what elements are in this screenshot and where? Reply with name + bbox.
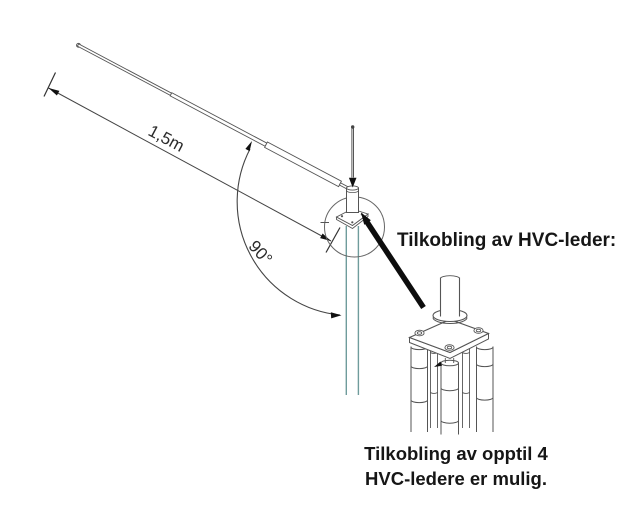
leader-line	[363, 218, 426, 310]
conductor-rod-left	[410, 346, 428, 432]
connector-assembly	[320, 125, 385, 258]
detail-collar-thickness	[432, 317, 468, 324]
flange-bolt-front	[351, 221, 354, 224]
detail-bolt-left	[414, 329, 425, 337]
dimension-line	[48, 87, 332, 242]
conductor-rod-center	[440, 359, 459, 435]
flange-detail-view	[408, 275, 494, 435]
detail-pointer-arrowhead	[434, 361, 442, 367]
connector-cylinder-rim-line	[346, 190, 359, 193]
mast-pole	[345, 226, 360, 395]
dimension-tick-end	[325, 227, 341, 253]
connector-cylinder	[346, 187, 359, 213]
angle-arc	[236, 148, 341, 316]
conductor-rod-right	[476, 346, 494, 432]
dimension-arrowhead-start	[48, 88, 60, 96]
detail-tube-body	[440, 277, 460, 317]
length-dimension	[43, 72, 341, 253]
dimension-tick-start	[43, 72, 57, 97]
flange-bolt-left	[340, 215, 344, 218]
callout-heading: Tilkobling av HVC-leder:	[397, 230, 617, 251]
detail-tube-top-arc	[440, 275, 460, 279]
detail-note-line1: Tilkobling av opptil 4	[364, 443, 548, 464]
rod-segment-thin	[76, 43, 173, 97]
dimension-arrowhead-end	[320, 233, 331, 241]
detail-note-line2: HVC-ledere er mulig.	[365, 468, 547, 489]
air-termination-rod	[76, 42, 355, 193]
detail-flange-plate	[408, 318, 490, 354]
detail-bolt-right	[473, 327, 484, 334]
leader-arrowhead	[361, 212, 371, 225]
detail-note: Tilkobling av opptil 4 HVC-ledere er mul…	[364, 441, 548, 491]
angle-arc-arrowhead-top	[245, 141, 252, 152]
rod-segment-sleeve	[263, 141, 343, 188]
angle-dimension-arc	[236, 141, 342, 319]
detail-leader	[361, 212, 426, 310]
detail-flange-bolts	[414, 327, 484, 363]
angle-arc-arrowhead-bottom	[330, 312, 342, 319]
insert-rod-cap	[351, 125, 355, 129]
insert-rod-arrowhead	[348, 177, 357, 188]
detail-bolt-front	[444, 344, 455, 351]
